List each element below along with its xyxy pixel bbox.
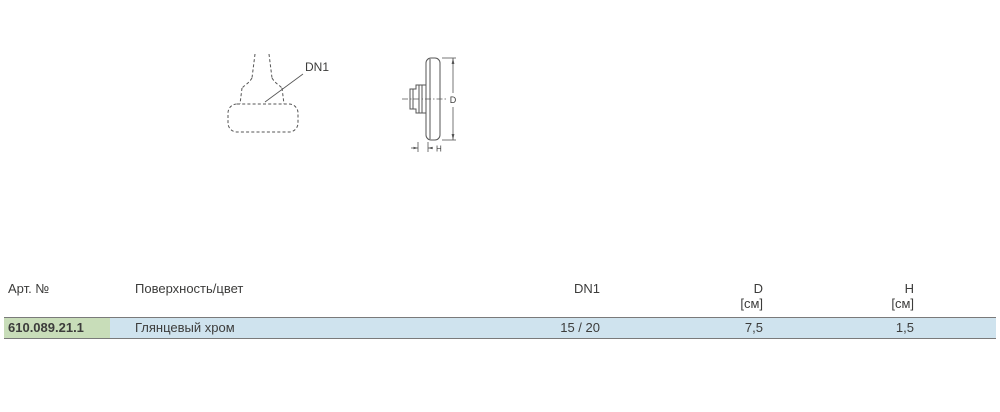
header-divider-line bbox=[4, 317, 996, 318]
valve-side-drawing: D H bbox=[398, 55, 473, 165]
header-d-label: D bbox=[753, 281, 763, 296]
header-surface-color: Поверхность/цвет bbox=[135, 281, 244, 296]
valve-outline bbox=[227, 53, 299, 133]
dimension-h: H bbox=[411, 142, 442, 154]
header-dn1: DN1 bbox=[573, 281, 600, 296]
valve-side-svg: D H bbox=[402, 57, 457, 154]
header-d-unit: [см] bbox=[740, 296, 763, 311]
dn1-label: DN1 bbox=[305, 60, 329, 74]
row-divider-line bbox=[4, 338, 996, 339]
h-dimension-label: H bbox=[436, 145, 442, 154]
d-value: 7,5 bbox=[744, 320, 763, 335]
header-h-label: H bbox=[904, 281, 914, 296]
d-dimension-label: D bbox=[450, 95, 457, 105]
h-value: 1,5 bbox=[895, 320, 914, 335]
dn1-value: 15 / 20 bbox=[560, 320, 600, 335]
valve-front-drawing: DN1 bbox=[225, 52, 355, 152]
dimension-d: D bbox=[442, 57, 457, 141]
header-art-no: Арт. № bbox=[8, 281, 50, 296]
table-row: 610.089.21.1 Глянцевый хром 15 / 20 7,5 … bbox=[4, 318, 996, 338]
header-h-unit: [см] bbox=[891, 296, 914, 311]
dn1-leader-line bbox=[264, 73, 304, 103]
valve-front-svg: DN1 bbox=[227, 53, 329, 133]
article-number: 610.089.21.1 bbox=[4, 318, 110, 338]
surface-color-value: Глянцевый хром bbox=[135, 320, 235, 335]
header-h: H [см] bbox=[814, 281, 914, 311]
header-d: D [см] bbox=[663, 281, 763, 311]
